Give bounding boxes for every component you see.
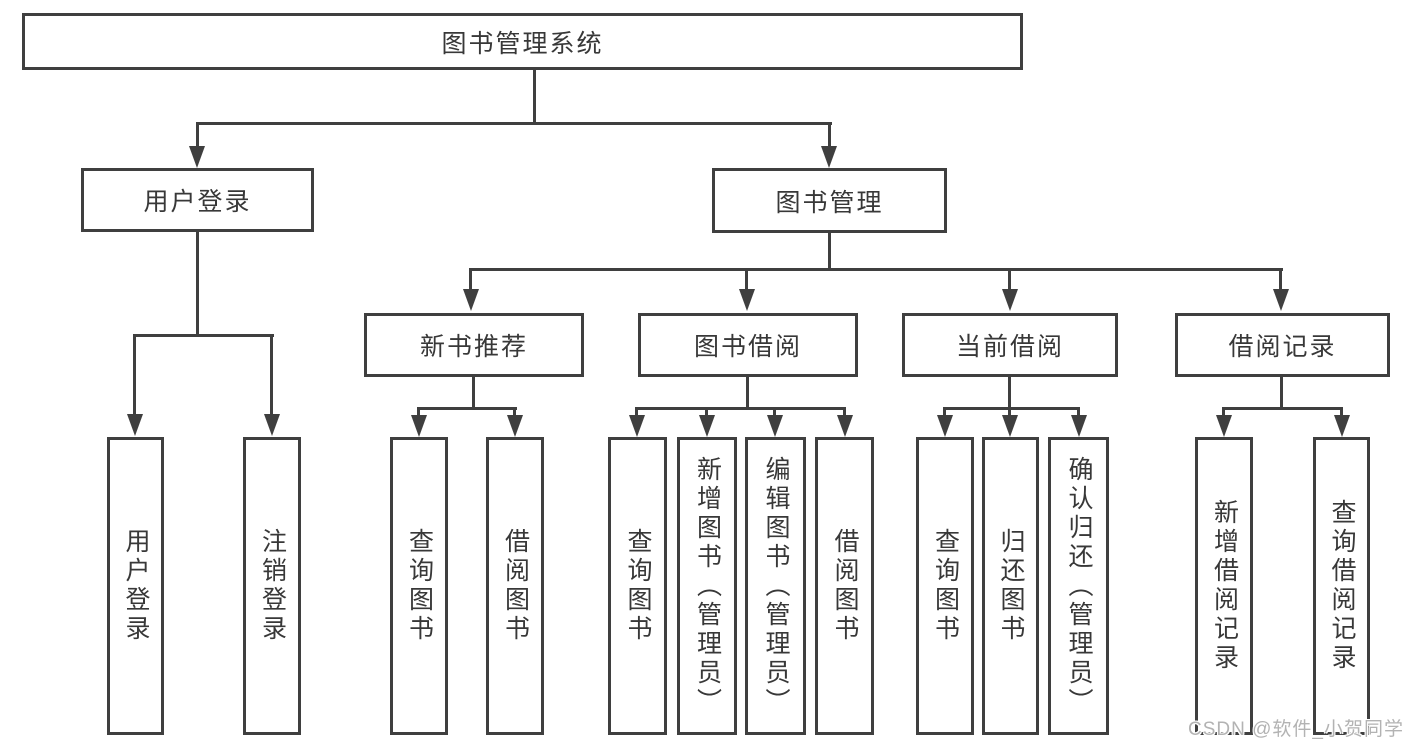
leaf-logout: 注销登录 — [243, 437, 301, 735]
arrowhead-down-icon — [1216, 415, 1232, 437]
arrowhead-down-icon — [1273, 289, 1289, 311]
connector-login-stem — [196, 232, 199, 336]
leaf-records-query: 查询借阅记录 — [1313, 437, 1370, 735]
node-borrow-records: 借阅记录 — [1175, 313, 1390, 377]
connector-arrow-line — [1008, 268, 1011, 290]
node-current-borrow: 当前借阅 — [902, 313, 1118, 377]
arrowhead-down-icon — [463, 289, 479, 311]
connector-current-branch — [943, 407, 1080, 410]
connector-arrow-line — [1222, 407, 1225, 417]
connector-newbook-branch — [417, 407, 517, 410]
connector-arrow-line — [828, 122, 831, 146]
connector-newbook-stem — [472, 377, 475, 409]
node-book-management: 图书管理 — [712, 168, 947, 233]
leaf-borrow-edit-admin: 编辑图书（管理员） — [745, 437, 806, 735]
leaf-borrow-borrow: 借阅图书 — [815, 437, 874, 735]
arrowhead-down-icon — [1002, 415, 1018, 437]
connector-level2-branch — [469, 268, 1283, 271]
connector-arrow-line — [513, 407, 516, 417]
leaf-records-add: 新增借阅记录 — [1195, 437, 1253, 735]
connector-login-branch — [133, 334, 274, 337]
connector-level1-branch — [196, 122, 832, 125]
connector-current-stem — [1008, 377, 1011, 409]
connector-arrow-line — [417, 407, 420, 417]
leaf-borrow-query: 查询图书 — [608, 437, 667, 735]
leaf-newbook-borrow: 借阅图书 — [486, 437, 544, 735]
leaf-borrow-add-admin: 新增图书（管理员） — [677, 437, 737, 735]
arrowhead-down-icon — [264, 414, 280, 436]
arrowhead-down-icon — [1002, 289, 1018, 311]
connector-arrow-line — [270, 334, 273, 414]
leaf-current-confirm-admin: 确认归还（管理员） — [1048, 437, 1109, 735]
connector-arrow-line — [1340, 407, 1343, 417]
connector-arrow-line — [943, 407, 946, 417]
connector-arrow-line — [469, 268, 472, 290]
connector-records-branch — [1222, 407, 1343, 410]
connector-arrow-line — [196, 122, 199, 146]
connector-arrow-line — [745, 268, 748, 290]
arrowhead-down-icon — [1071, 415, 1087, 437]
connector-management-stem — [828, 233, 831, 270]
arrowhead-down-icon — [739, 289, 755, 311]
connector-arrow-line — [1077, 407, 1080, 417]
arrowhead-down-icon — [189, 146, 205, 168]
arrowhead-down-icon — [507, 415, 523, 437]
arrowhead-down-icon — [629, 415, 645, 437]
leaf-user-login: 用户登录 — [107, 437, 164, 735]
connector-arrow-line — [133, 334, 136, 414]
leaf-current-return: 归还图书 — [982, 437, 1039, 735]
connector-arrow-line — [705, 407, 708, 417]
leaf-newbook-query: 查询图书 — [390, 437, 448, 735]
connector-arrow-line — [773, 407, 776, 417]
arrowhead-down-icon — [821, 146, 837, 168]
arrowhead-down-icon — [127, 414, 143, 436]
connector-borrow-stem — [746, 377, 749, 409]
connector-arrow-line — [843, 407, 846, 417]
node-book-borrow: 图书借阅 — [638, 313, 858, 377]
arrowhead-down-icon — [1334, 415, 1350, 437]
arrowhead-down-icon — [767, 415, 783, 437]
connector-root-stem — [533, 70, 536, 124]
node-user-login: 用户登录 — [81, 168, 314, 232]
csdn-watermark: CSDN @软件_小贺同学 — [1188, 719, 1404, 740]
connector-records-stem — [1280, 377, 1283, 409]
node-root: 图书管理系统 — [22, 13, 1023, 70]
arrowhead-down-icon — [411, 415, 427, 437]
leaf-current-query: 查询图书 — [916, 437, 974, 735]
connector-arrow-line — [1008, 407, 1011, 417]
connector-borrow-branch — [635, 407, 846, 410]
arrowhead-down-icon — [837, 415, 853, 437]
node-new-book-recommend: 新书推荐 — [364, 313, 584, 377]
arrowhead-down-icon — [937, 415, 953, 437]
arrowhead-down-icon — [699, 415, 715, 437]
connector-arrow-line — [635, 407, 638, 417]
connector-arrow-line — [1279, 268, 1282, 290]
